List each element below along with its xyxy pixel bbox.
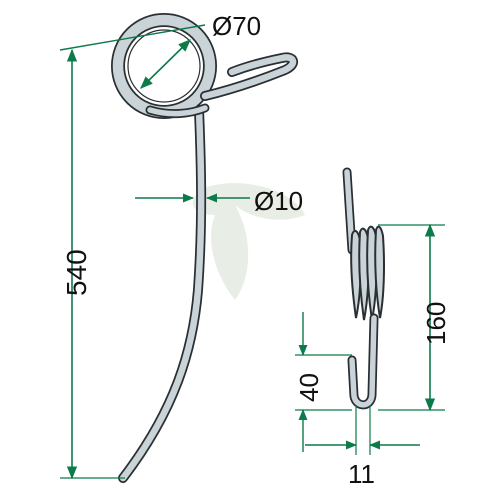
- spring-height-label: 160: [421, 302, 451, 345]
- wire-diameter-label: Ø10: [254, 186, 303, 216]
- spring-windings: [350, 225, 385, 321]
- coil-diameter-leader: [59, 24, 206, 51]
- hook-width-label: 11: [348, 459, 375, 489]
- spring-detail-view: 160 40 11: [294, 167, 451, 489]
- tine-shaft: [119, 106, 205, 482]
- coil-tail: [201, 54, 297, 100]
- coil-inner: [127, 29, 201, 103]
- coil-diameter-arrow: [140, 39, 191, 89]
- tine-side-view: Ø70 540 Ø10: [59, 11, 303, 483]
- coil-diameter-label: Ø70: [212, 11, 261, 41]
- hook-height-label: 40: [294, 373, 324, 402]
- leaf-watermark-icon: [192, 183, 305, 300]
- total-length-label: 540: [61, 249, 92, 296]
